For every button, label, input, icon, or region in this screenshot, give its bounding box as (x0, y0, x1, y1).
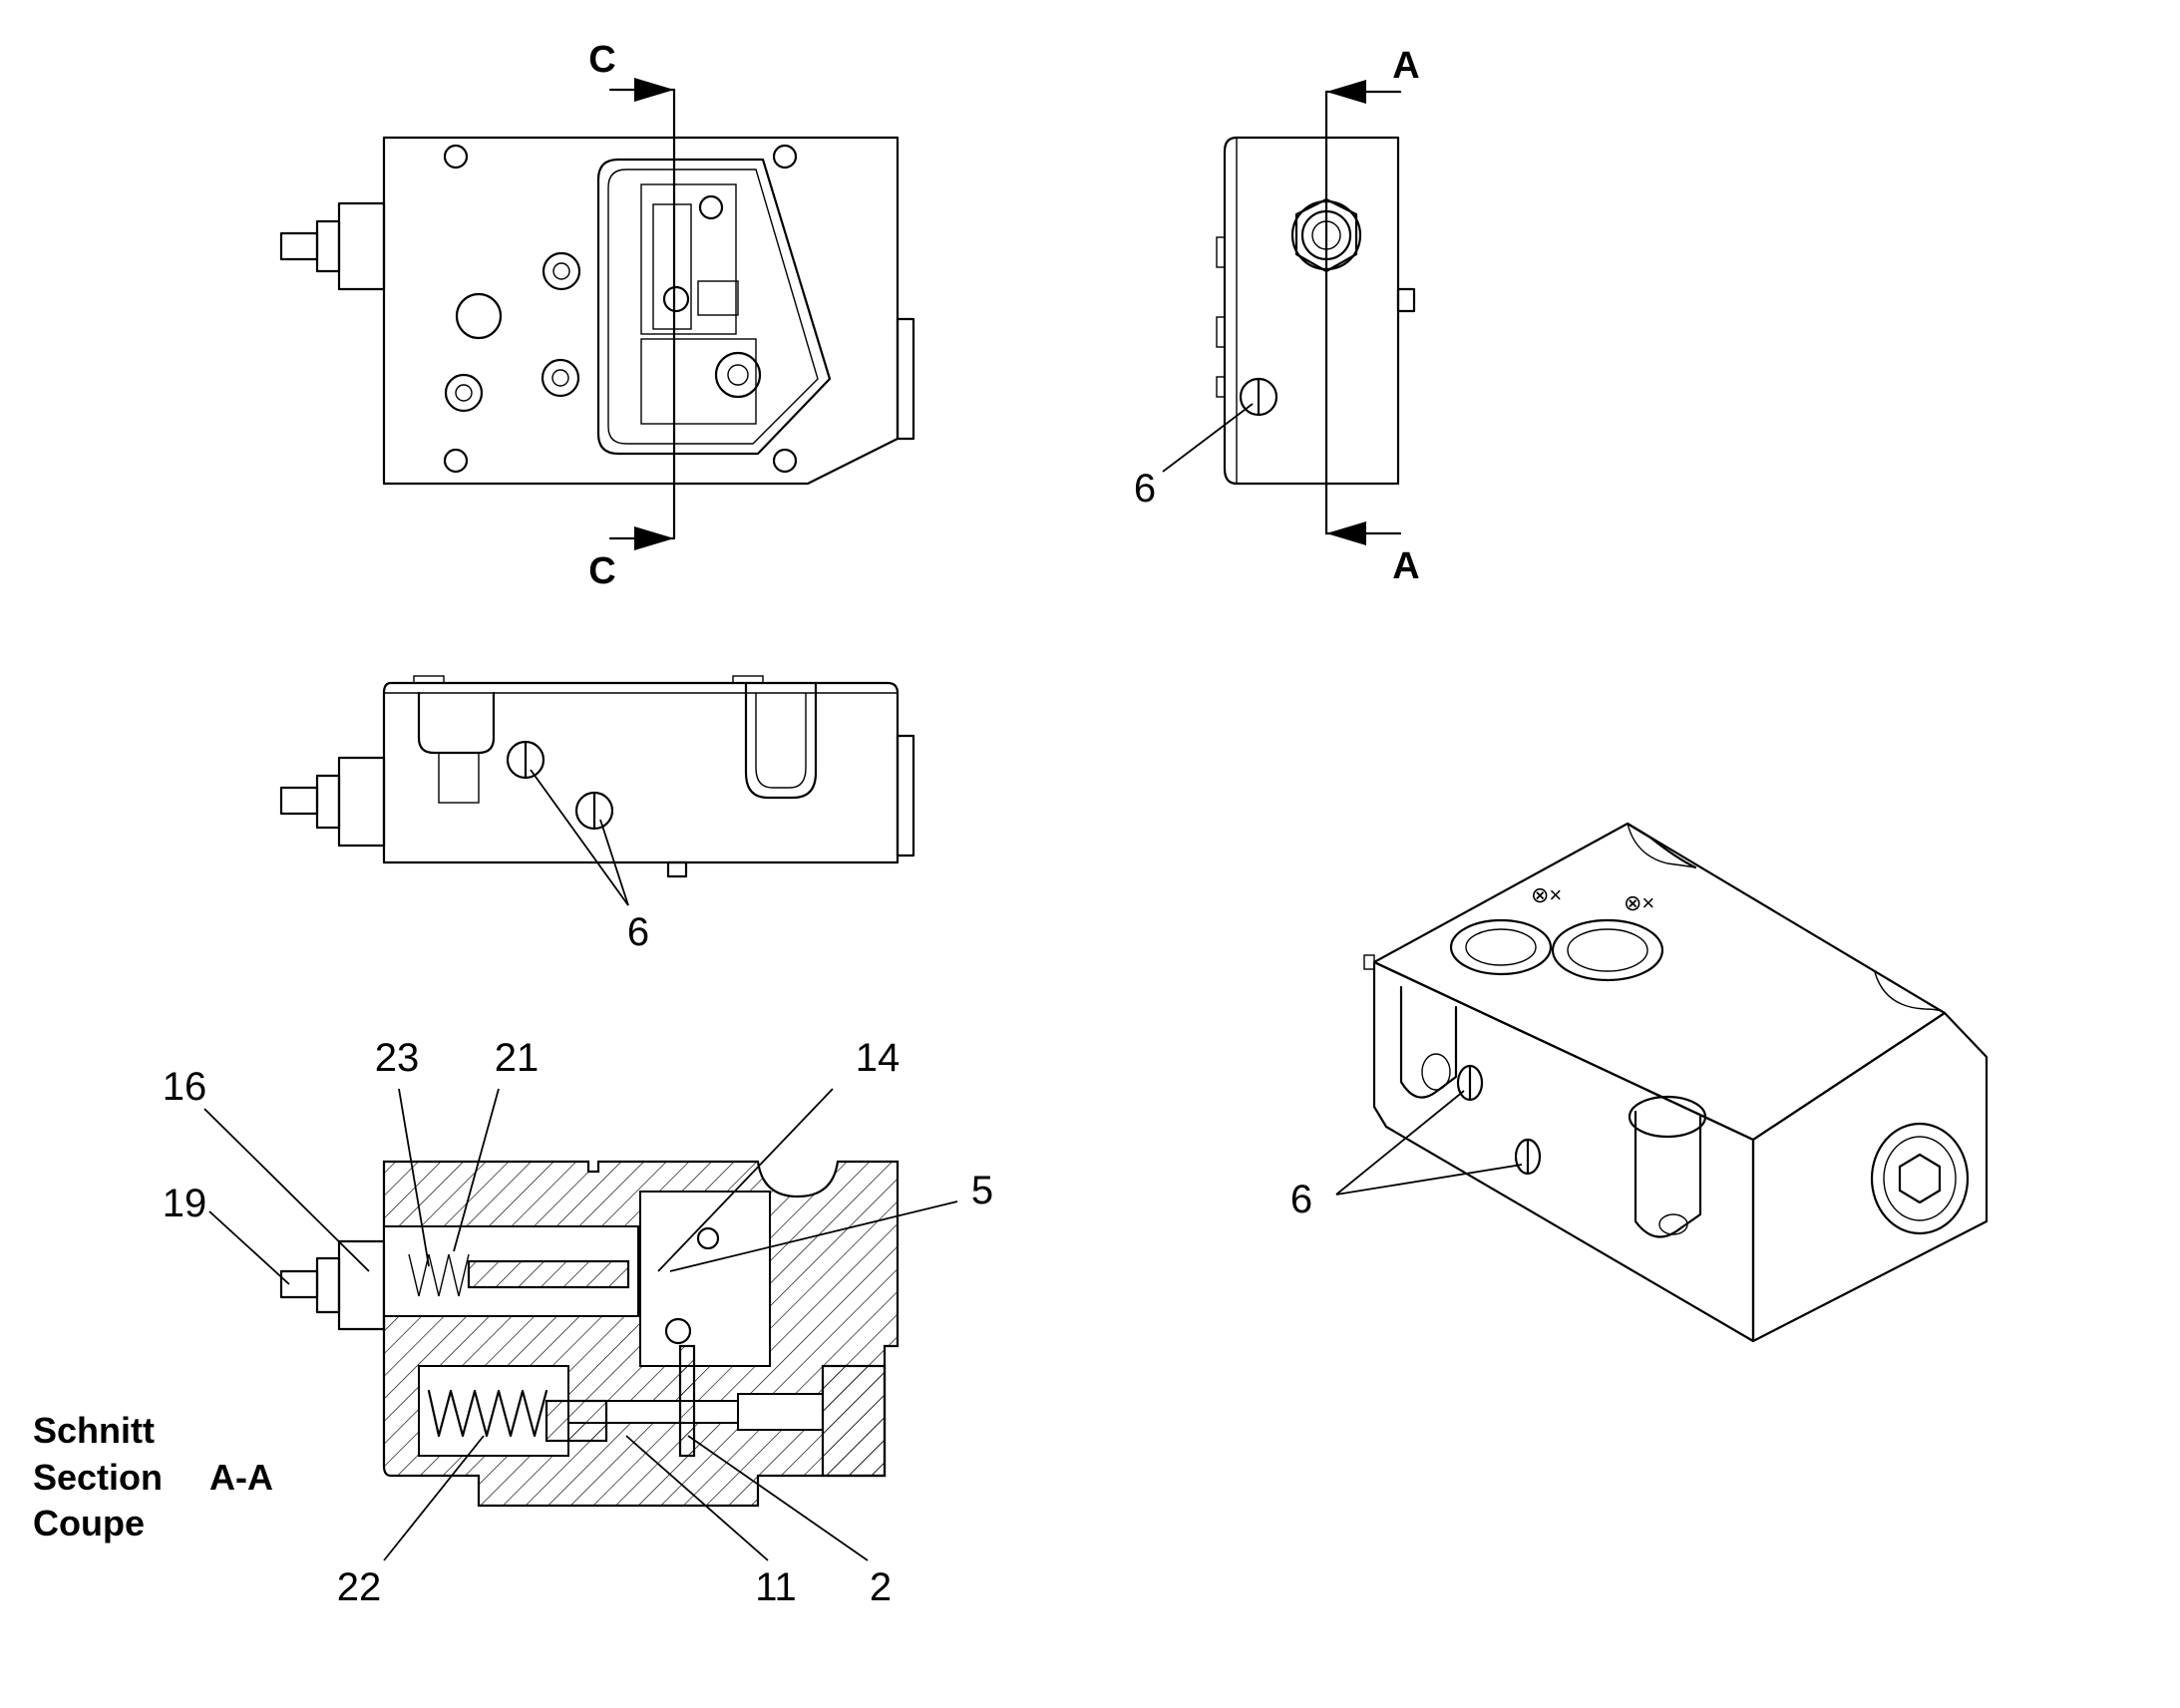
section-marker-a-top: A (1392, 45, 1419, 87)
section-marker-c-top: C (588, 39, 615, 81)
section-caption-line3: Coupe (33, 1503, 145, 1543)
callout-19: 19 (163, 1182, 207, 1225)
callout-16: 16 (163, 1065, 207, 1109)
callout-bottom-6: 6 (627, 910, 649, 954)
section-caption-line1: Schnitt (33, 1410, 155, 1451)
callout-21: 21 (495, 1036, 540, 1080)
callout-23: 23 (375, 1036, 420, 1080)
callout-side-6: 6 (1134, 467, 1156, 511)
callout-14: 14 (856, 1036, 901, 1080)
callout-iso-6: 6 (1290, 1178, 1312, 1221)
section-marker-c-bottom: C (588, 550, 615, 592)
section-view-a-a: 16 23 21 14 5 19 22 11 2 Schnitt Section… (33, 1036, 993, 1609)
section-caption-line2: Section (33, 1457, 163, 1498)
svg-text:⊗×: ⊗× (1531, 882, 1562, 907)
callout-11: 11 (755, 1565, 797, 1609)
side-view: A A 6 (1134, 45, 1420, 587)
callout-22: 22 (337, 1565, 382, 1609)
section-marker-a-bottom: A (1392, 545, 1419, 587)
isometric-view: ⊗× ⊗× 6 (1290, 822, 1989, 1343)
callout-5: 5 (971, 1169, 993, 1212)
front-view: C C (279, 39, 915, 592)
section-caption-name: A-A (209, 1457, 273, 1498)
svg-text:⊗×: ⊗× (1624, 890, 1654, 915)
callout-2: 2 (870, 1565, 892, 1609)
bottom-view: 6 (279, 675, 915, 954)
